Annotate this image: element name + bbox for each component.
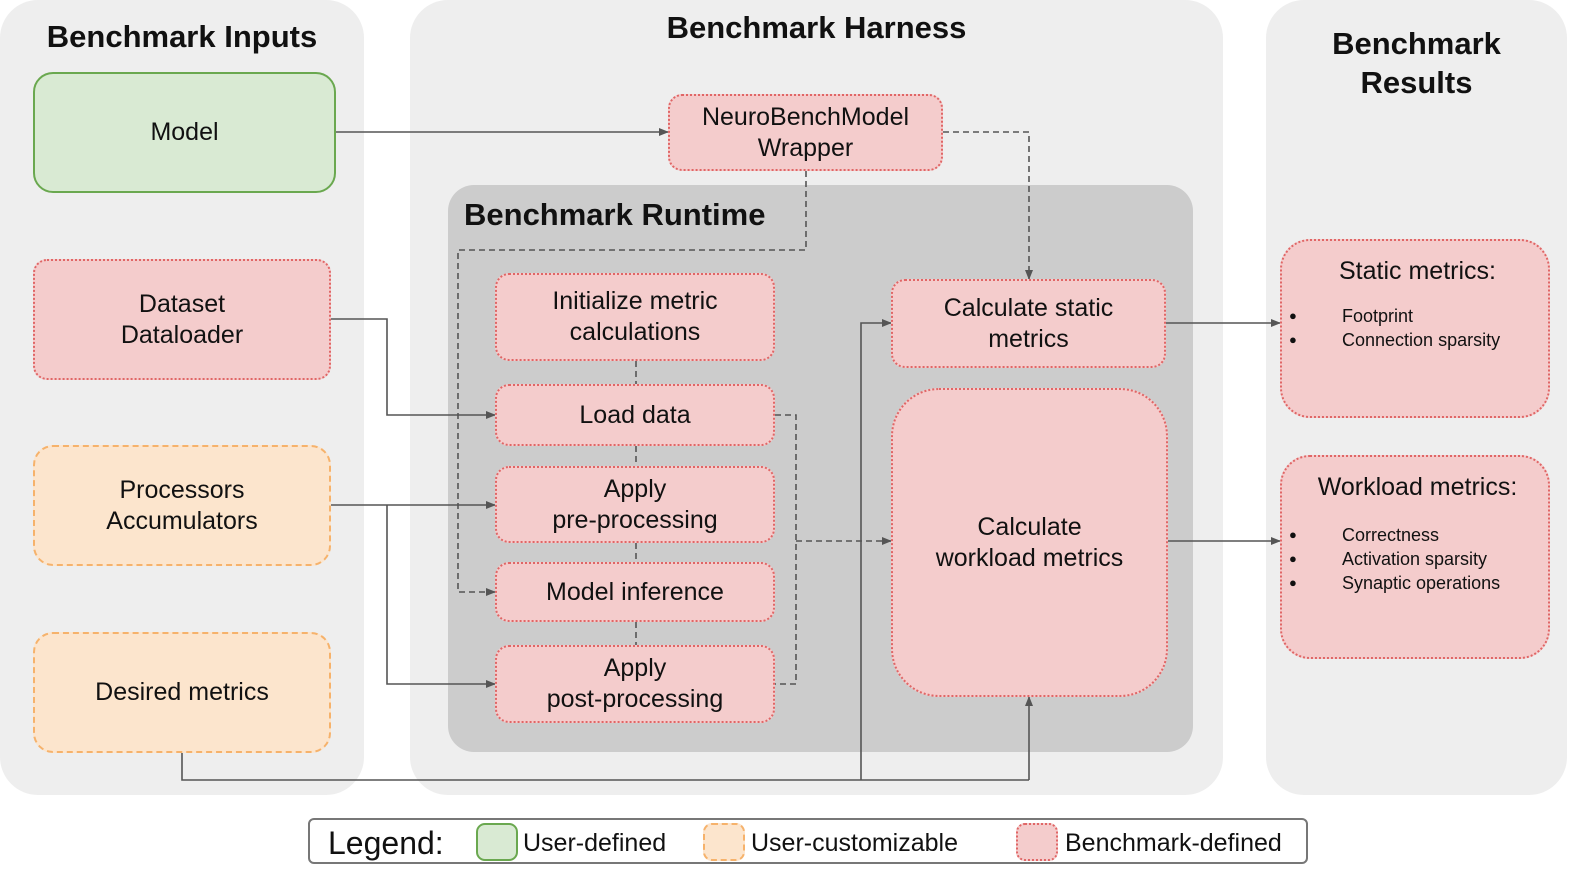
legend-user-defined: User-defined bbox=[523, 829, 667, 857]
wrapper-to-static-arrow bbox=[943, 131, 1033, 280]
static-results-title: Static metrics: bbox=[1339, 257, 1496, 285]
init-metrics-box: Initialize metric calculations bbox=[495, 273, 775, 361]
desired-metrics-line bbox=[181, 752, 1029, 781]
runtime-title: Benchmark Runtime bbox=[464, 197, 766, 232]
list-item: Connection sparsity bbox=[1281, 328, 1500, 352]
pre-processing-box: Apply pre-processing bbox=[495, 466, 775, 543]
list-item: Footprint bbox=[1281, 304, 1500, 328]
desired-metrics-box: Desired metrics bbox=[33, 632, 331, 753]
dataset-box: Dataset Dataloader bbox=[33, 259, 331, 380]
user-defined-swatch bbox=[476, 823, 518, 861]
workload-results-list: Correctness Activation sparsity Synaptic… bbox=[1281, 523, 1500, 595]
static-results-list: Footprint Connection sparsity bbox=[1281, 304, 1500, 352]
static-metrics-box: Calculate static metrics bbox=[891, 279, 1166, 368]
list-item: Activation sparsity bbox=[1281, 547, 1500, 571]
load-to-workload-link bbox=[775, 414, 797, 685]
wrapper-to-inference-arrow bbox=[457, 171, 807, 596]
legend-user-customizable: User-customizable bbox=[751, 829, 959, 857]
load-data-box: Load data bbox=[495, 384, 775, 446]
workload-results-title: Workload metrics: bbox=[1317, 473, 1518, 501]
user-customizable-swatch bbox=[703, 823, 745, 861]
legend: Legend: User-defined User-customizable B… bbox=[308, 818, 1308, 864]
list-item: Synaptic operations bbox=[1281, 571, 1500, 595]
legend-benchmark-defined: Benchmark-defined bbox=[1065, 829, 1282, 857]
model-inference-box: Model inference bbox=[495, 562, 775, 622]
wrapper-box: NeuroBenchModel Wrapper bbox=[668, 94, 943, 171]
inputs-title: Benchmark Inputs bbox=[46, 19, 318, 54]
workload-metrics-box: Calculate workload metrics bbox=[891, 388, 1168, 697]
post-processing-box: Apply post-processing bbox=[495, 645, 775, 723]
results-title: Benchmark Results bbox=[1332, 26, 1501, 100]
harness-title: Benchmark Harness bbox=[666, 10, 967, 45]
dataset-to-load-arrow bbox=[331, 318, 496, 419]
legend-title: Legend: bbox=[328, 825, 444, 861]
processors-to-post-arrow bbox=[386, 505, 496, 688]
list-item: Correctness bbox=[1281, 523, 1500, 547]
desired-to-static-arrow bbox=[860, 319, 892, 780]
benchmark-defined-swatch bbox=[1016, 823, 1058, 861]
processors-box: Processors Accumulators bbox=[33, 445, 331, 566]
model-box: Model bbox=[33, 72, 336, 193]
